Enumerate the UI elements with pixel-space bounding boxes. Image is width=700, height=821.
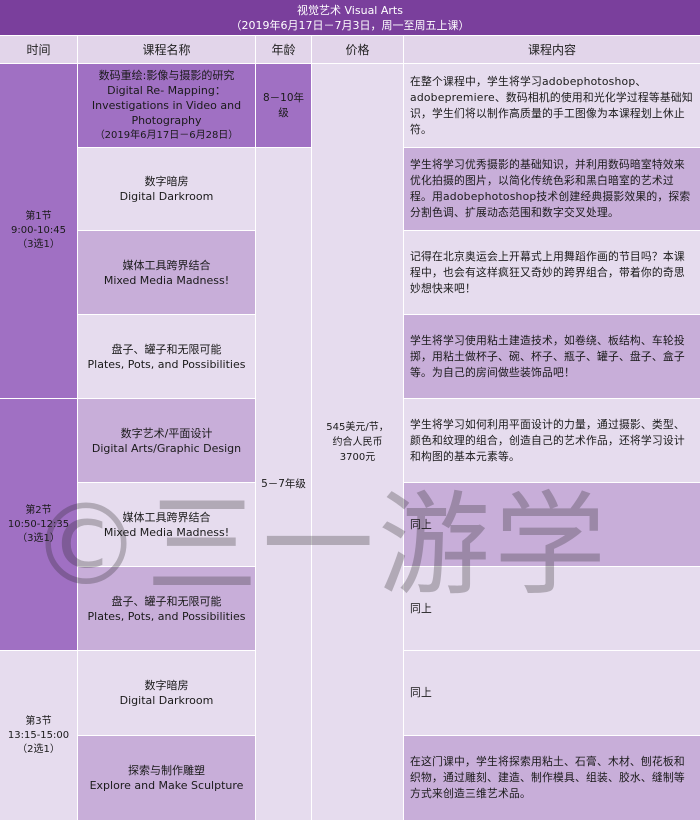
- grade-8-10: 8－10年级: [256, 64, 312, 148]
- course-name-1: 数码重绘:影像与摄影的研究 Digital Re- Mapping： Inves…: [78, 64, 256, 148]
- session-3: 第3节 13:15-15:00 （2选1）: [0, 651, 78, 821]
- header-content: 课程内容: [404, 36, 700, 64]
- header-course: 课程名称: [78, 36, 256, 64]
- price-cell: 545美元/节， 约合人民币 3700元: [312, 64, 404, 821]
- header-price: 价格: [312, 36, 404, 64]
- session-1: 第1节 9:00-10:45 （3选1）: [0, 64, 78, 399]
- header-time: 时间: [0, 36, 78, 64]
- course-content-5: 学生将学习如何利用平面设计的力量，通过摄影、类型、颜色和纹理的组合，创造自己的艺…: [404, 399, 700, 483]
- course-content-2: 学生将学习优秀摄影的基础知识，并利用数码暗室特效来优化拍摄的图片，以简化传统色彩…: [404, 148, 700, 231]
- course-name-4: 盘子、罐子和无限可能 Plates, Pots, and Possibiliti…: [78, 315, 256, 399]
- title-dates: （2019年6月17日－7月3日，周一至周五上课）: [230, 18, 470, 32]
- table-title: 视觉艺术 Visual Arts （2019年6月17日－7月3日，周一至周五上…: [0, 0, 700, 36]
- course-content-1: 在整个课程中，学生将学习adobephotoshop、adobepremiere…: [404, 64, 700, 148]
- course-name-3: 媒体工具跨界结合 Mixed Media Madness!: [78, 231, 256, 315]
- course-name-2: 数字暗房 Digital Darkroom: [78, 148, 256, 231]
- course-content-3: 记得在北京奥运会上开幕式上用舞蹈作画的节目吗？本课程中，也会有这样疯狂又奇妙的跨…: [404, 231, 700, 315]
- course-content-8: 同上: [404, 651, 700, 736]
- course-content-9: 在这门课中，学生将探索用粘土、石膏、木材、刨花板和织物，通过雕刻、建造、制作模具…: [404, 736, 700, 821]
- course-name-6: 媒体工具跨界结合 Mixed Media Madness!: [78, 483, 256, 567]
- session-2: 第2节 10:50-12:35 （3选1）: [0, 399, 78, 651]
- course-name-7: 盘子、罐子和无限可能 Plates, Pots, and Possibiliti…: [78, 567, 256, 651]
- course-content-7: 同上: [404, 567, 700, 651]
- course-content-6: 同上: [404, 483, 700, 567]
- course-name-8: 数字暗房 Digital Darkroom: [78, 651, 256, 736]
- course-name-9: 探索与制作雕塑 Explore and Make Sculpture: [78, 736, 256, 821]
- grade-5-7: 5－7年级: [256, 148, 312, 821]
- course-name-5: 数字艺术/平面设计 Digital Arts/Graphic Design: [78, 399, 256, 483]
- course-content-4: 学生将学习使用粘土建造技术，如卷绕、板结构、车轮投掷，用粘土做杯子、碗、杯子、瓶…: [404, 315, 700, 399]
- title-text: 视觉艺术 Visual Arts: [297, 3, 403, 17]
- header-grade: 年龄: [256, 36, 312, 64]
